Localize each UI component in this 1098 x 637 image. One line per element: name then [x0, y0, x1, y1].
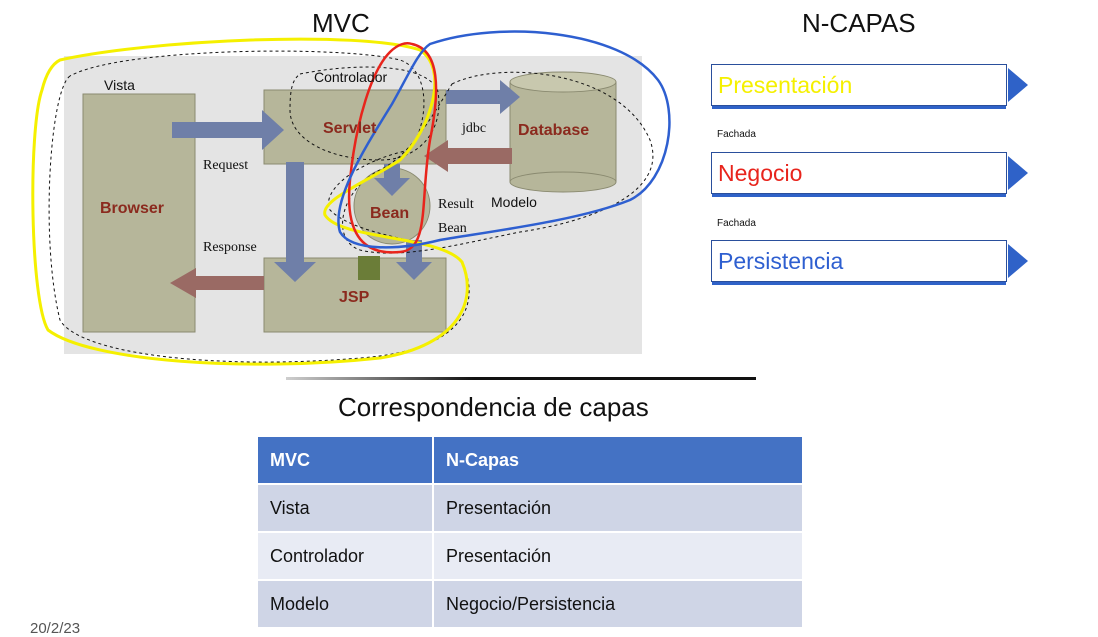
- modelo-label: Modelo: [491, 194, 537, 210]
- db-servlet-arrow: [424, 140, 512, 172]
- controlador-label: Controlador: [314, 69, 387, 85]
- fachada-label-2: Fachada: [717, 218, 756, 229]
- mvc-diagram: Vista Controlador Modelo Browser Servlet…: [31, 30, 671, 366]
- fachada-label-1: Fachada: [717, 129, 756, 140]
- cell-ncapas: Presentación: [432, 531, 802, 580]
- layer-presentacion-arrow-icon: [1008, 68, 1028, 102]
- database-cylinder: [509, 71, 617, 193]
- persistencia-blue-outline: [337, 30, 671, 249]
- result-bean-label: Bean: [438, 221, 467, 236]
- response-arrow: [170, 268, 264, 298]
- footer-date: 20/2/23: [30, 620, 81, 637]
- database-label: Database: [518, 122, 589, 139]
- jdbc-label: jdbc: [461, 121, 486, 136]
- vista-yellow-outline: [31, 37, 469, 366]
- layer-persistencia: Persistencia: [711, 240, 1007, 282]
- layer-negocio-arrow-icon: [1008, 156, 1028, 190]
- ncapas-title: N-CAPAS: [802, 8, 916, 38]
- servlet-jsp-arrow: [274, 162, 316, 282]
- servlet-db-arrow: [446, 80, 520, 114]
- bean-jsp-connector: [358, 256, 380, 280]
- layer-persistencia-label: Persistencia: [718, 247, 844, 274]
- cell-mvc: Vista: [258, 483, 433, 532]
- bean-label: Bean: [370, 205, 409, 222]
- correspondence-table: MVC N-Capas Vista Presentación Controlad…: [258, 437, 802, 627]
- servlet-bean-arrow: [374, 164, 410, 196]
- result-label: Result: [438, 197, 474, 212]
- bean-jsp-arrow: [396, 240, 432, 280]
- cell-ncapas: Presentación: [432, 483, 802, 532]
- table-header-row: MVC N-Capas: [258, 437, 802, 484]
- cell-ncapas: Negocio/Persistencia: [432, 579, 802, 627]
- cell-mvc: Controlador: [258, 531, 433, 580]
- response-label: Response: [203, 240, 257, 255]
- header-ncapas: N-Capas: [432, 437, 802, 484]
- table-row: Controlador Presentación: [258, 531, 802, 580]
- request-label: Request: [203, 158, 248, 173]
- modelo-dashed-outline: [342, 71, 654, 254]
- jsp-label: JSP: [339, 289, 370, 306]
- correspondence-title: Correspondencia de capas: [338, 392, 649, 422]
- mvc-title: MVC: [312, 8, 370, 38]
- section-divider: [286, 377, 756, 380]
- request-arrow: [172, 110, 284, 150]
- header-mvc: MVC: [258, 437, 433, 484]
- vista-label: Vista: [104, 77, 135, 93]
- table-row: Modelo Negocio/Persistencia: [258, 579, 802, 627]
- table-row: Vista Presentación: [258, 483, 802, 532]
- layer-negocio-label: Negocio: [718, 159, 803, 186]
- cell-mvc: Modelo: [258, 579, 433, 627]
- layer-presentacion-label: Presentación: [718, 71, 853, 98]
- layer-persistencia-arrow-icon: [1008, 244, 1028, 278]
- browser-label: Browser: [100, 200, 164, 217]
- controlador-dashed-outline: [289, 66, 440, 161]
- layer-negocio: Negocio: [711, 152, 1007, 194]
- layer-presentacion: Presentación: [711, 64, 1007, 106]
- servlet-label: Servlet: [323, 120, 377, 137]
